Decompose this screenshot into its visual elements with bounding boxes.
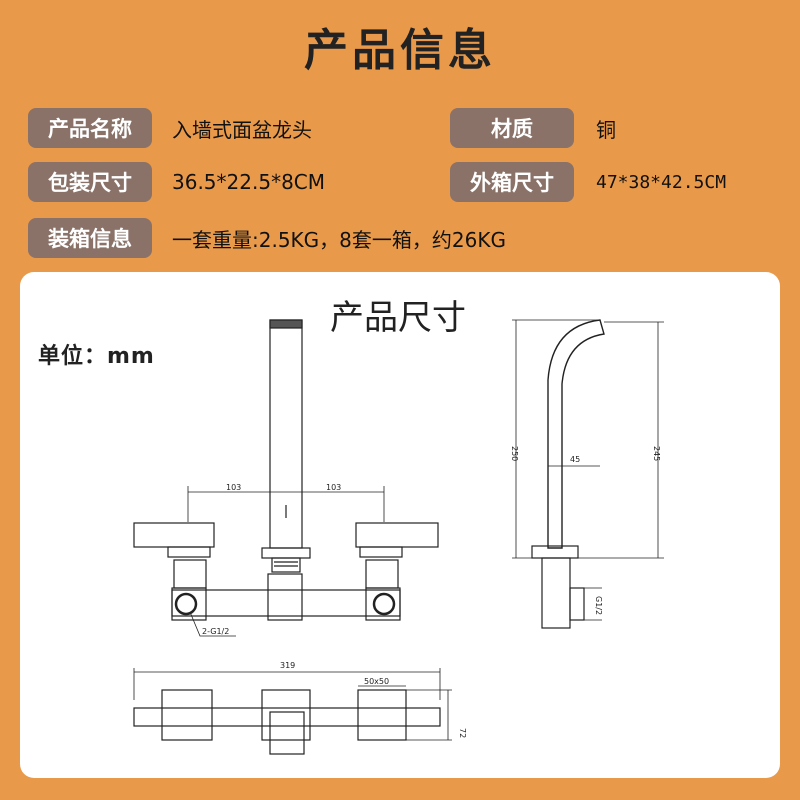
dim-height-total: 250 bbox=[510, 446, 519, 461]
dim-side-thread: G1/2 bbox=[594, 596, 603, 615]
product-name-value: 入墙式面盆龙头 bbox=[172, 117, 312, 142]
top-spout bbox=[269, 711, 305, 755]
dimension-panel bbox=[20, 272, 780, 778]
package-size-label: 包装尺寸 bbox=[28, 162, 152, 202]
left-inlet bbox=[174, 592, 198, 616]
center-body bbox=[267, 573, 303, 621]
left-handle bbox=[133, 522, 215, 548]
dim-spread-right: 103 bbox=[326, 483, 341, 492]
right-handle-base bbox=[359, 546, 403, 558]
right-handle bbox=[355, 522, 439, 548]
packing-info-label: 装箱信息 bbox=[28, 218, 152, 258]
carton-size-value: 47*38*42.5CM bbox=[596, 171, 727, 193]
left-valve bbox=[173, 559, 207, 589]
top-center-plate bbox=[261, 689, 311, 741]
top-left-plate bbox=[161, 689, 213, 741]
left-body bbox=[171, 587, 207, 621]
package-size-value: 36.5*22.5*8CM bbox=[172, 170, 326, 194]
side-spout-curve bbox=[547, 319, 605, 549]
top-right-plate bbox=[357, 689, 407, 741]
spout-thread bbox=[271, 557, 301, 573]
dim-reach: 45 bbox=[570, 455, 580, 464]
packing-info-value: 一套重量:2.5KG，8套一箱，约26KG bbox=[172, 227, 506, 252]
left-handle-base bbox=[167, 546, 211, 558]
spout-tip bbox=[269, 319, 303, 329]
right-body bbox=[365, 587, 401, 621]
page-title: 产品信息 bbox=[304, 25, 496, 76]
right-inlet bbox=[372, 592, 396, 616]
dim-thread: 2-G1/2 bbox=[202, 627, 229, 636]
dim-plate: 50x50 bbox=[364, 677, 389, 686]
dim-height-spout: 245 bbox=[652, 446, 661, 461]
dim-depth: 72 bbox=[458, 728, 467, 738]
material-label: 材质 bbox=[450, 108, 574, 148]
unit-label: 单位：mm bbox=[38, 344, 155, 369]
product-name-label: 产品名称 bbox=[28, 108, 152, 148]
spout-base bbox=[261, 547, 311, 559]
side-inlet bbox=[569, 587, 585, 621]
top-handles bbox=[133, 707, 441, 727]
right-valve bbox=[365, 559, 399, 589]
drawing-title: 产品尺寸 bbox=[330, 298, 466, 338]
carton-size-label: 外箱尺寸 bbox=[450, 162, 574, 202]
dim-total-width: 319 bbox=[280, 661, 295, 670]
dim-spread-left: 103 bbox=[226, 483, 241, 492]
side-body bbox=[541, 557, 571, 629]
material-value: 铜 bbox=[596, 117, 616, 142]
